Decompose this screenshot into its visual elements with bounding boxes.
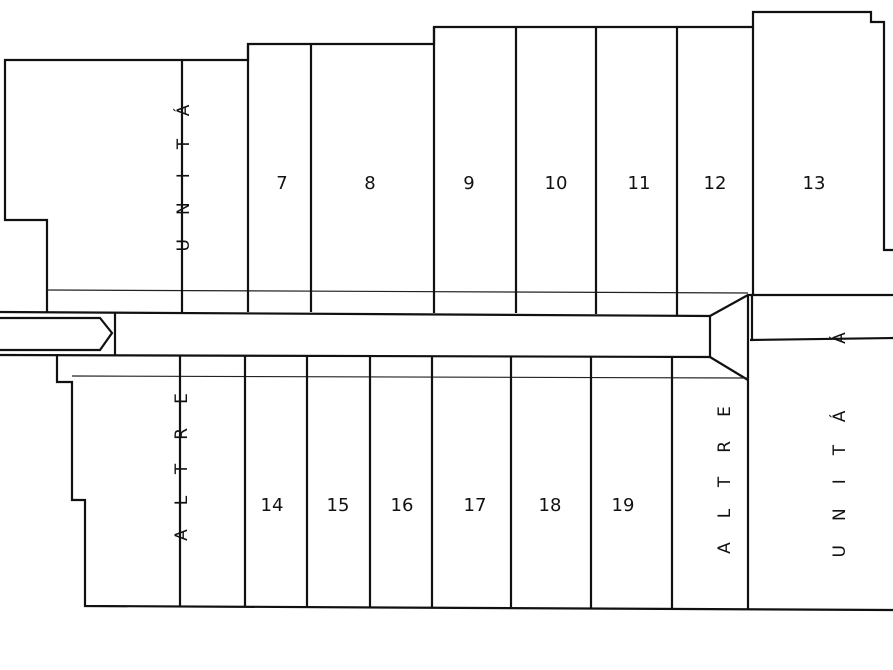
entry-arrow — [0, 316, 114, 352]
unit-number: 7 — [276, 173, 287, 194]
top-block-outline — [3, 10, 893, 312]
unit-number: 10 — [545, 173, 568, 194]
vertical-label-bottom-middle: ALTRE — [715, 382, 735, 554]
unit-number: 19 — [612, 495, 635, 516]
vertical-label-bottom-left: ALTRE — [172, 369, 192, 541]
unit-number: 12 — [704, 173, 727, 194]
unit-number: 14 — [261, 495, 284, 516]
unit-number: 17 — [464, 495, 487, 516]
unit-number: 16 — [391, 495, 414, 516]
bottom-block-outline — [55, 354, 893, 612]
right-corridor-lower — [749, 336, 893, 342]
vertical-label-top-left: UNITÁ — [172, 81, 194, 252]
unit-number: 15 — [327, 495, 350, 516]
vertical-label-right-lower: UNITÁ — [828, 387, 850, 558]
bottom-inner-line — [71, 375, 749, 379]
unit-number: 13 — [803, 173, 826, 194]
vertical-label-right-upper: Á — [828, 308, 850, 344]
corridor-upper-line — [0, 293, 893, 318]
unit-number: 11 — [628, 173, 651, 194]
unit-number: 9 — [463, 173, 474, 194]
top-inner-line — [46, 289, 749, 294]
unit-number: 8 — [364, 173, 375, 194]
unit-number: 18 — [539, 495, 562, 516]
